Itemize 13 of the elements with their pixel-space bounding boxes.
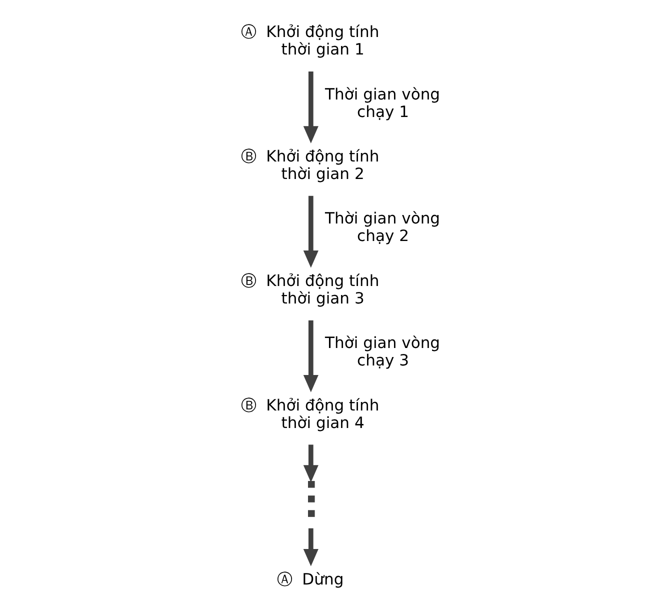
edge-label: Thời gian vòng chạy 3 — [324, 334, 440, 370]
node-text: Ⓐ Khởi động tính thời gian 1 — [240, 23, 380, 59]
node-text: Ⓑ Khởi động tính thời gian 2 — [240, 148, 380, 183]
arrow — [303, 320, 318, 392]
arrow — [303, 528, 318, 566]
edge-label: Thời gian vòng chạy 2 — [324, 210, 440, 246]
node-text: Ⓐ Dừng — [276, 570, 344, 588]
node-text: Ⓑ Khởi động tính thời gian 4 — [240, 396, 380, 432]
edge-label: Thời gian vòng chạy 1 — [324, 85, 440, 121]
arrow — [303, 72, 318, 144]
arrow — [303, 196, 318, 268]
node-text: Ⓑ Khởi động tính thời gian 3 — [240, 272, 380, 308]
arrow — [303, 444, 318, 482]
